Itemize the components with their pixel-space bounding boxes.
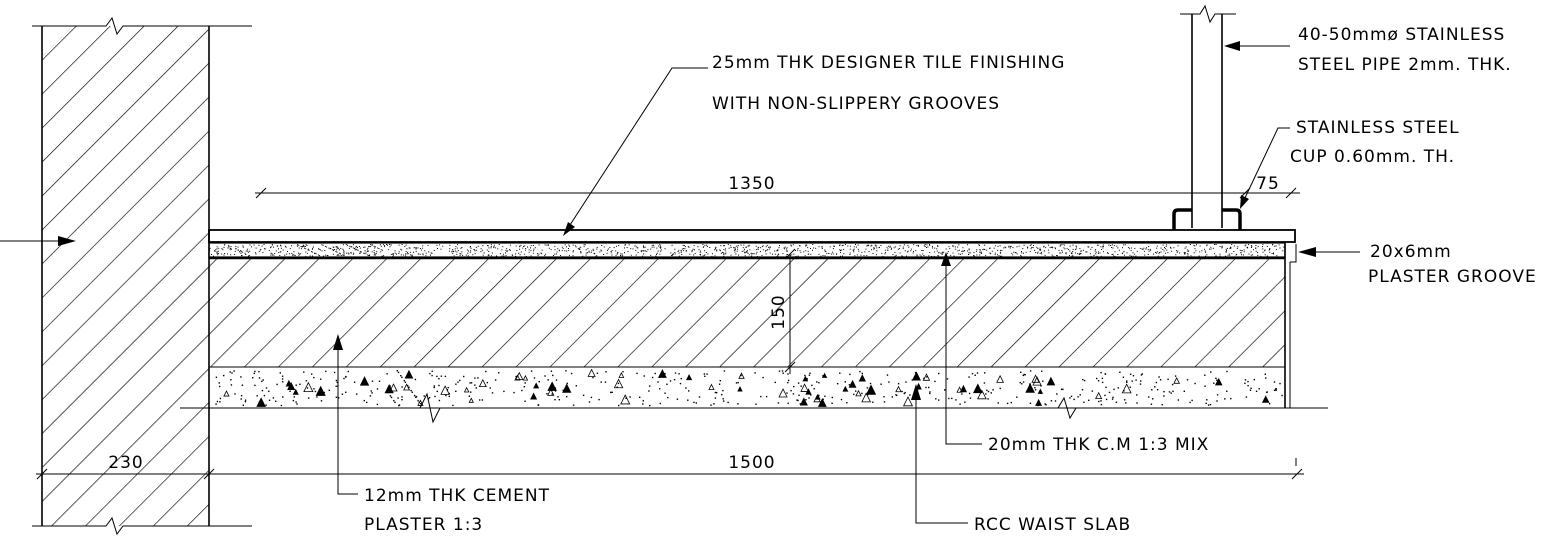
wall-arrow [0,236,76,246]
rcc-concrete [209,368,1285,409]
tile-finish [208,229,1296,243]
dim-1350: 1350 [728,174,775,194]
label-pipe-line1: 40-50mmø STAINLESS [1298,25,1505,45]
edge-groove [1284,242,1297,408]
dimension-bottom: 230 1500 [36,453,1304,480]
label-cup-line1: STAINLESS STEEL [1296,118,1460,138]
label-cup-line2: CUP 0.60mm. TH. [1290,147,1455,167]
dim-230: 230 [108,453,143,473]
leader-mortar [941,252,982,445]
label-slab: RCC WAIST SLAB [974,515,1131,535]
label-plaster-line1: 12mm THK CEMENT [364,486,550,506]
leader-plaster [333,334,358,495]
dim-75: 75 [1256,174,1280,194]
slab-hatched [209,259,1285,368]
stainless-pipe [1180,4,1236,228]
dim-1500: 1500 [728,453,775,473]
leader-tile [563,67,708,236]
mortar-bed [208,242,1286,258]
label-tile-line2: WITH NON-SLIPPERY GROOVES [712,94,1000,114]
wall-section [32,16,252,536]
leader-slab [911,384,968,524]
dimension-top: 1350 75 [255,174,1300,199]
label-groove-line1: 20x6mm [1370,242,1452,262]
leader-pipe [1224,41,1290,51]
leader-groove [1298,247,1360,257]
dim-150: 150 [769,294,789,329]
slab-break-line [180,392,1328,424]
label-pipe-line2: STEEL PIPE 2mm. THK. [1298,55,1512,75]
leader-cup [1240,127,1290,209]
label-plaster-line2: PLASTER 1:3 [364,515,483,535]
stainless-cup [1172,208,1242,230]
label-mortar: 20mm THK C.M 1:3 MIX [988,435,1209,455]
label-groove-line2: PLASTER GROOVE [1368,267,1537,287]
dimension-thickness: 150 [769,248,796,374]
label-tile-line1: 25mm THK DESIGNER TILE FINISHING [712,53,1065,73]
